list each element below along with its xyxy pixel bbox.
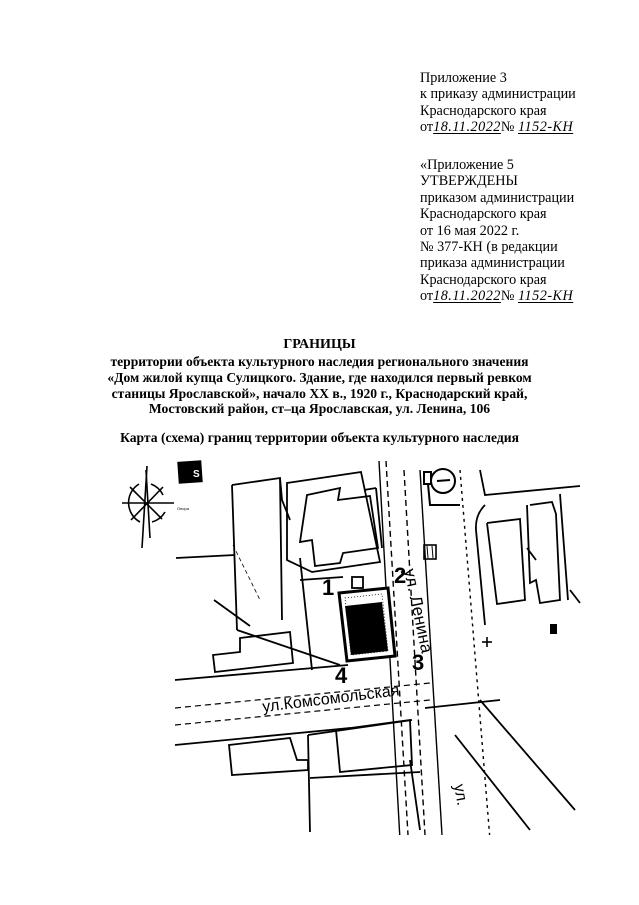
appendix-5-line: от 16 мая 2022 г. [420,222,520,239]
svg-text:S: S [193,469,200,480]
heritage-object-boundary [337,586,397,663]
appendix-5-line: приказа администрации [420,255,565,272]
street-label-komsomolskaya: ул.Комсомольская [261,682,400,716]
number-prefix: № [500,119,515,136]
appendix-5-line: № 377-КН (в редакции [420,239,558,256]
appendix-3-line: к приказу администрации [420,86,576,103]
map-caption: Карта (схема) границ территории объекта … [120,430,519,445]
date-prefix: от [420,288,434,305]
document-subtitle: территории объекта культурного наследия … [0,354,639,417]
number-prefix: № [500,288,515,305]
subtitle-line: «Дом жилой купца Сулицкого. Здание, где … [107,369,532,385]
svg-text:Опора: Опора [177,506,190,511]
boundary-point-label: 3 [412,650,424,675]
appendix-5-line: «Приложение 5 [420,157,514,173]
appendix-3-date-line: от18.11.2022№ 1152-КН [420,119,576,135]
appendix-3-line: Приложение 3 [420,70,507,86]
subtitle-line: Мостовский район, ст–ца Ярославская, ул.… [148,401,491,417]
appendix-5-line: Краснодарского края [420,271,547,288]
subtitle-line: территории объекта культурного наследия … [110,354,529,369]
subtitle-line: станицы Ярославской», начало XX в., 1920… [111,385,528,401]
street-label-lenina: ул. Ленина [400,567,437,655]
boundary-map: S Опора [122,460,581,835]
appendix-5-date-line: от18.11.2022№ 1152-КН [420,288,574,304]
date-prefix: от [420,119,434,136]
boundary-point-label: 2 [394,563,406,588]
street-label-continued: ул. [450,783,470,807]
handwritten-date: 18.11.2022 [433,288,501,305]
handwritten-number: 1152-КН [518,119,574,136]
appendix-5-line: УТВЕРЖДЕНЫ [420,173,518,190]
appendix-3-block: Приложение 3 к приказу администрации Кра… [420,70,576,136]
well-icon [423,468,460,506]
cross-marker-icon [482,637,492,647]
appendix-5-line: приказом администрации [420,189,575,206]
document-heading: ГРАНИЦЫ [283,337,356,352]
north-arrow-icon: S [177,460,203,484]
appendix-5-block: «Приложение 5 УТВЕРЖДЕНЫ приказом админи… [420,157,574,305]
appendix-3-line: Краснодарского края [420,102,547,119]
compass-rose-icon [122,465,174,549]
boundary-point-label: 4 [335,663,348,688]
boundary-point-label: 1 [322,575,334,600]
handwritten-date: 18.11.2022 [433,119,501,136]
handwritten-number: 1152-КН [518,288,574,305]
appendix-5-line: Краснодарского края [420,206,547,223]
